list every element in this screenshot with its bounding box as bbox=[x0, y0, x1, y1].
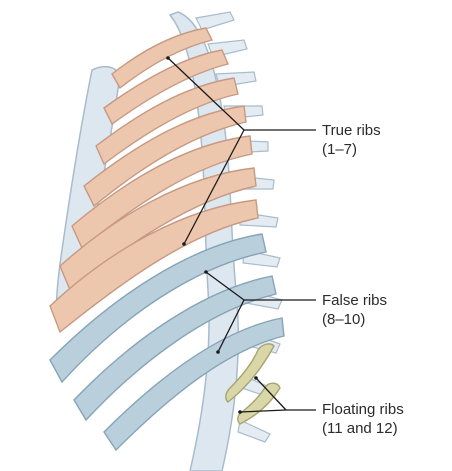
true-ribs-name: True ribs bbox=[322, 121, 381, 140]
false-ribs-range: (8–10) bbox=[322, 310, 387, 329]
leader-dot bbox=[216, 350, 220, 354]
leader-dot bbox=[166, 56, 170, 60]
leader-dot bbox=[254, 376, 258, 380]
leader-dot bbox=[182, 242, 186, 246]
false-ribs-name: False ribs bbox=[322, 291, 387, 310]
false-ribs-label: False ribs (8–10) bbox=[322, 291, 387, 329]
leader-dot bbox=[204, 270, 208, 274]
floating-ribs-label: Floating ribs (11 and 12) bbox=[322, 400, 404, 438]
floating-ribs-name: Floating ribs bbox=[322, 400, 404, 419]
spinous-process bbox=[196, 12, 234, 30]
true-ribs-label: True ribs (1–7) bbox=[322, 121, 381, 159]
true-ribs-range: (1–7) bbox=[322, 140, 381, 159]
floating-ribs-range: (11 and 12) bbox=[322, 419, 404, 438]
leader-dot bbox=[238, 410, 242, 414]
